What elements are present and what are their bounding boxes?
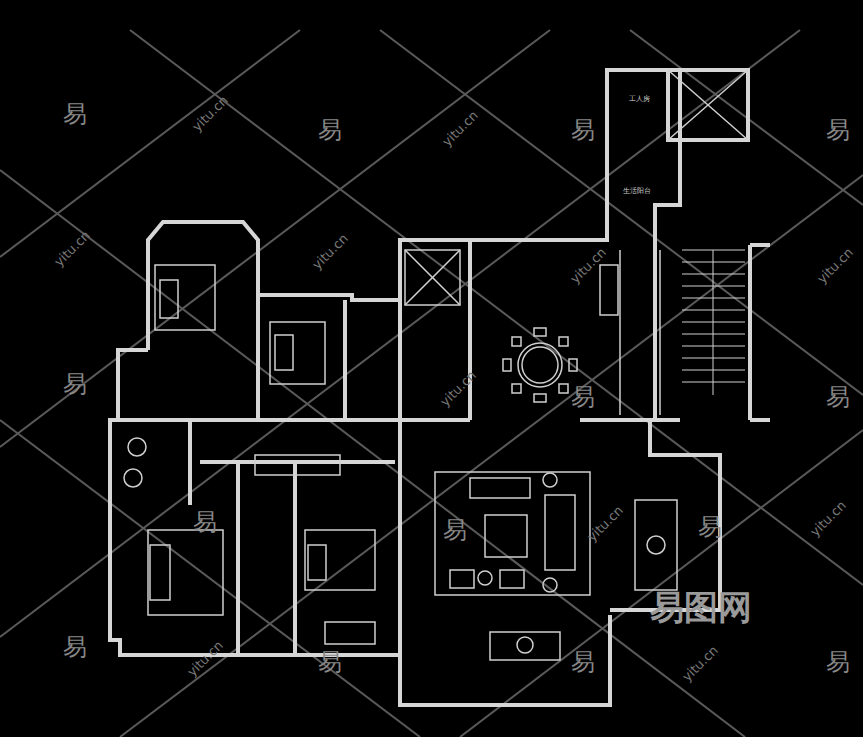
watermark-holder: 易 bbox=[318, 114, 342, 146]
room-name-holder: 工人房 bbox=[628, 86, 651, 105]
watermark-holder: 易 bbox=[63, 98, 87, 130]
watermark-holder: yitu.cn bbox=[583, 513, 627, 532]
logo-watermark-holder: 易图网 bbox=[650, 585, 752, 631]
watermark-holder: 易 bbox=[698, 511, 722, 543]
watermark-holder: yitu.cn bbox=[813, 255, 857, 274]
watermark: 易 bbox=[571, 646, 595, 678]
watermark: 易 bbox=[571, 114, 595, 146]
watermark: 易 bbox=[63, 98, 87, 130]
watermark: 易 bbox=[571, 381, 595, 413]
watermark-holder: yitu.cn bbox=[678, 653, 722, 672]
watermark-holder: 易 bbox=[63, 368, 87, 400]
room-name: 工人房 bbox=[628, 94, 651, 104]
watermark: 易 bbox=[318, 114, 342, 146]
logo-watermark: 易图网 bbox=[650, 585, 752, 631]
watermark: 易 bbox=[826, 114, 850, 146]
watermark-holder: yitu.cn bbox=[308, 241, 352, 260]
watermark-holder: yitu.cn bbox=[566, 255, 610, 274]
watermark-holder: 易 bbox=[193, 506, 217, 538]
watermark: 易 bbox=[443, 514, 467, 546]
room-name-holder: 生活阳台 bbox=[622, 178, 652, 197]
watermark-holder: 易 bbox=[826, 114, 850, 146]
watermark-holder: 易 bbox=[443, 514, 467, 546]
watermark-holder: 易 bbox=[63, 631, 87, 663]
room-name: 生活阳台 bbox=[622, 186, 652, 196]
furniture bbox=[124, 70, 748, 660]
watermark-lines bbox=[0, 30, 863, 737]
watermark: 易 bbox=[318, 646, 342, 678]
watermark-holder: 易 bbox=[826, 646, 850, 678]
watermark-holder: yitu.cn bbox=[50, 238, 94, 257]
watermark: 易 bbox=[826, 381, 850, 413]
watermark-holder: yitu.cn bbox=[183, 648, 227, 667]
watermark-holder: 易 bbox=[826, 381, 850, 413]
walls bbox=[110, 70, 770, 705]
watermark: 易 bbox=[826, 646, 850, 678]
watermark-holder: yitu.cn bbox=[188, 103, 232, 122]
watermark-holder: 易 bbox=[318, 646, 342, 678]
watermark: 易 bbox=[698, 511, 722, 543]
watermark-holder: 易 bbox=[571, 114, 595, 146]
stairs bbox=[682, 250, 745, 395]
watermark: 易 bbox=[63, 631, 87, 663]
watermark-holder: 易 bbox=[571, 381, 595, 413]
watermark-holder: yitu.cn bbox=[436, 378, 480, 397]
watermark-holder: 易 bbox=[571, 646, 595, 678]
watermark-holder: yitu.cn bbox=[806, 508, 850, 527]
watermark-holder: yitu.cn bbox=[438, 118, 482, 137]
watermark: 易 bbox=[63, 368, 87, 400]
watermark: 易 bbox=[193, 506, 217, 538]
